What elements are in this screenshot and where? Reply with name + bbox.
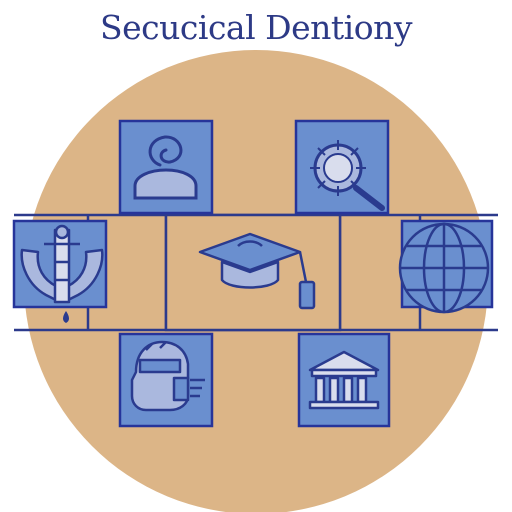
tile-building	[297, 332, 391, 428]
person-icon	[133, 135, 198, 200]
globe-icon	[398, 222, 490, 314]
tile-robot	[118, 332, 214, 428]
gear-magnifier-icon	[310, 140, 385, 211]
building-icon	[308, 350, 380, 410]
diagram-title: Secucical Dentiony	[100, 8, 412, 47]
robot-head-icon	[130, 340, 205, 412]
tile-hands	[12, 219, 108, 323]
graduation-cap-icon	[198, 232, 316, 310]
tile-person	[118, 119, 214, 215]
drop-icon	[63, 311, 69, 323]
hands-holding-figure-icon	[20, 224, 104, 304]
tile-globe	[398, 219, 494, 314]
tile-gear-magnifier	[294, 119, 390, 215]
